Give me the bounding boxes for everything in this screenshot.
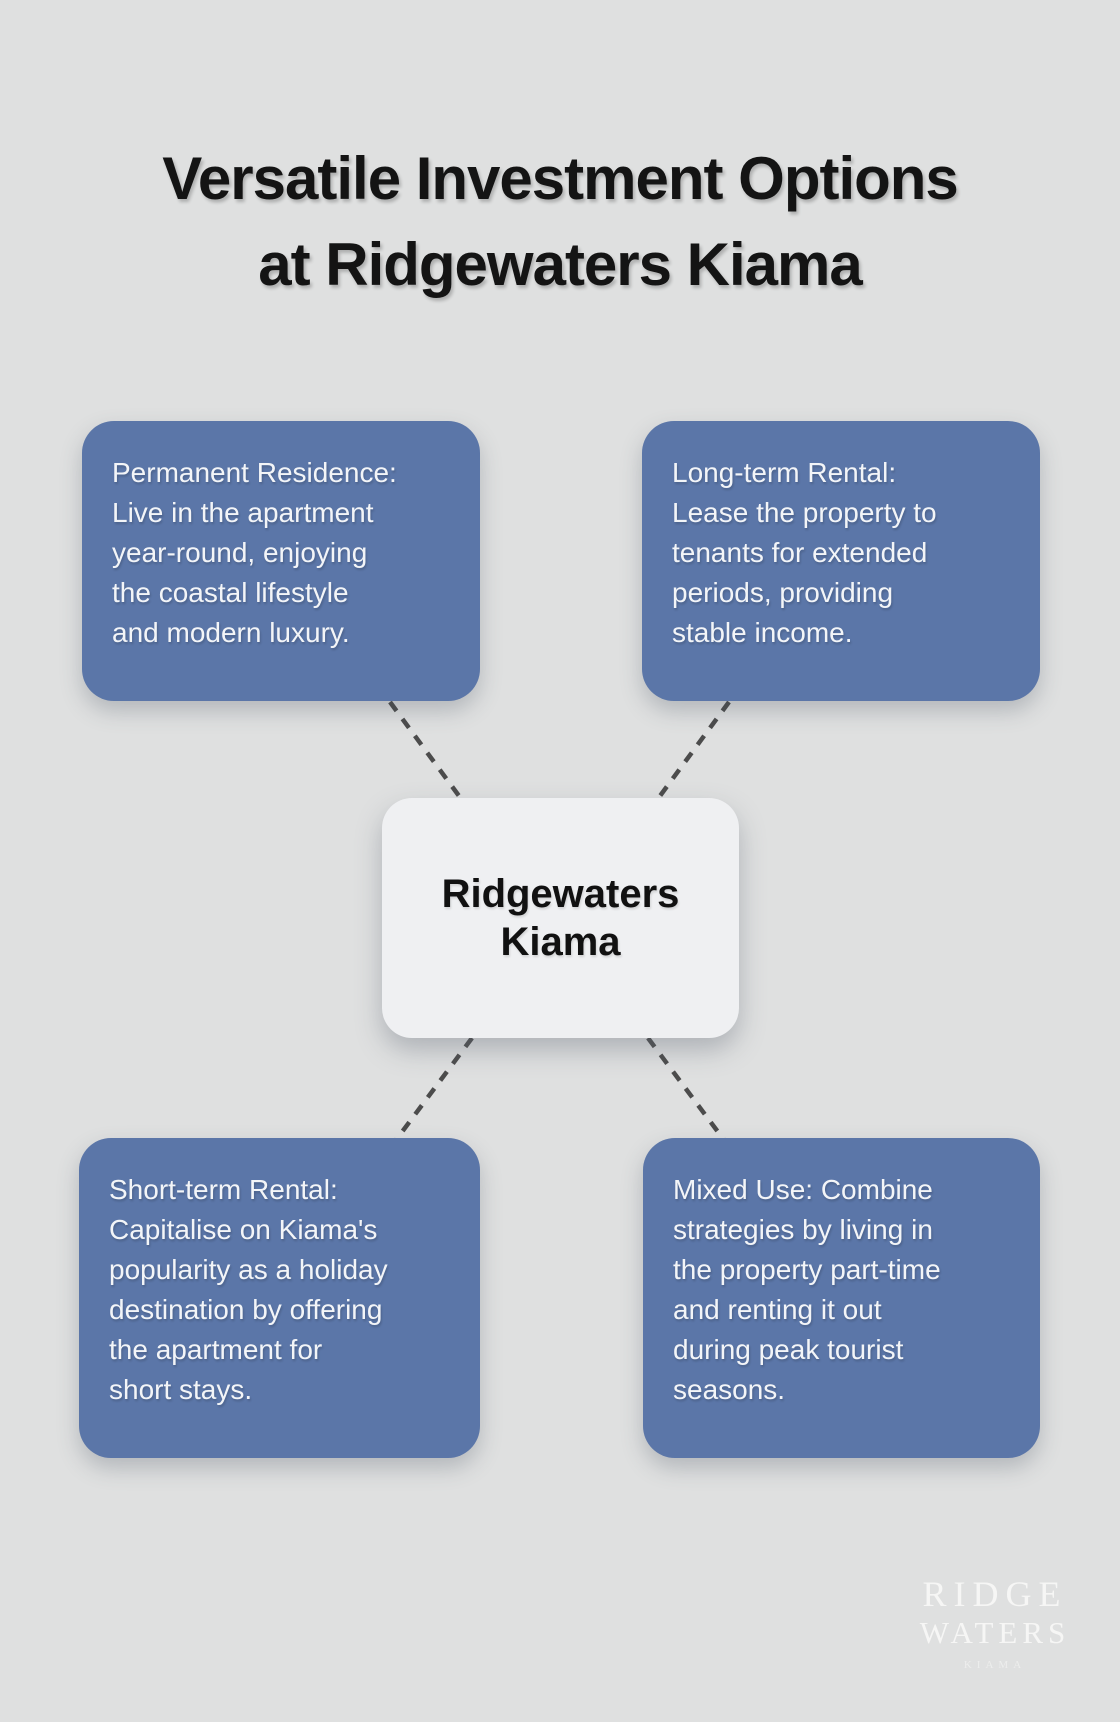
connector-top-right-line	[655, 700, 731, 802]
node-permanent-residence-text: Permanent Residence:Live in the apartmen…	[112, 457, 397, 648]
brand-logo-kiama: KIAMA	[963, 1659, 1027, 1671]
node-permanent-residence: Permanent Residence:Live in the apartmen…	[82, 421, 480, 701]
brand-logo-ridge: RIDGE	[922, 1574, 1068, 1614]
connector-top-left-line	[388, 700, 464, 802]
brand-logo-waters: WATERS	[919, 1615, 1071, 1650]
brand-logo: RIDGE WATERS KIAMA	[900, 1574, 1090, 1672]
connector-bottom-left-line	[394, 1036, 474, 1142]
connector-bottom-right-line	[646, 1036, 726, 1142]
